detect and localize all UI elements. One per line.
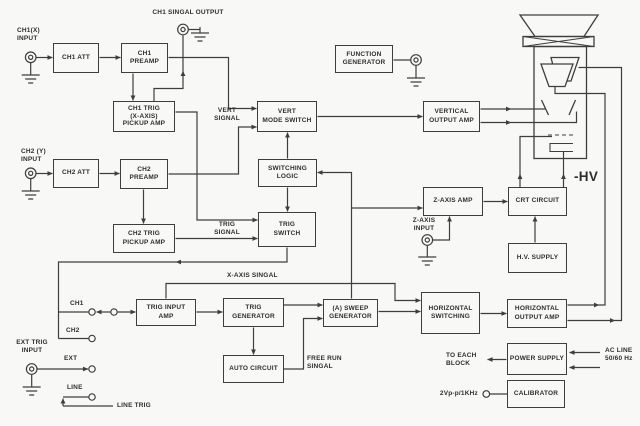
block-crt-circuit: CRT CIRCUIT bbox=[508, 187, 567, 216]
wire-horiz-amp-out2b bbox=[578, 66, 623, 322]
label-free-run-signal: FREE RUN SINGAL bbox=[307, 355, 342, 371]
ch1-signal-output-jack-icon bbox=[177, 23, 189, 36]
wire-pickup-to-ch1-signal-out bbox=[153, 70, 186, 101]
switch-contact-ch2 bbox=[88, 334, 96, 343]
label-vert-signal: VERT SIGNAL bbox=[214, 107, 240, 123]
block-ch1-trig-pickup-amp: CH1 TRIG (X-AXIS) PICKUP AMP bbox=[113, 101, 175, 132]
ground-icon bbox=[22, 380, 42, 396]
label-ch2-input: CH2 (Y) INPUT bbox=[21, 148, 46, 164]
switch-contact-ch1 bbox=[88, 308, 96, 316]
block-ch2-att: CH2 ATT bbox=[53, 159, 99, 188]
label-ext-trig-input: EXT TRIG INPUT bbox=[16, 339, 48, 355]
label-z-axis-input: Z-AXIS INPUT bbox=[412, 217, 436, 233]
ground-icon bbox=[21, 68, 41, 84]
crt-cathode bbox=[549, 142, 573, 153]
switch-contact-line bbox=[88, 393, 96, 401]
wire-ch1-preamp-to-vert-mode bbox=[168, 56, 257, 111]
block-trig-input-amp: TRIG INPUT AMP bbox=[136, 299, 196, 326]
wire-ch1-trig-to-trig-switch bbox=[175, 111, 258, 223]
block-horizontal-output-amp: HORIZONTAL OUTPUT AMP bbox=[507, 299, 567, 328]
switch-contact-ext bbox=[88, 365, 96, 373]
connectors bbox=[24, 23, 491, 401]
label-tap-ext: EXT bbox=[64, 355, 78, 362]
block-horizontal-switching: HORIZONTAL SWITCHING bbox=[421, 292, 480, 334]
crt-body bbox=[533, 45, 588, 160]
label-tap-ch1: CH1 bbox=[70, 300, 84, 307]
block-vertical-output-amp: VERTICAL OUTPUT AMP bbox=[423, 101, 480, 132]
block-vert-mode-switch: VERT MODE SWITCH bbox=[257, 101, 317, 132]
label-x-axis-signal: X-AXIS SINGAL bbox=[227, 272, 278, 279]
ch2-input-jack-icon bbox=[24, 167, 37, 180]
block-sweep-generator: (A) SWEEP GENERATOR bbox=[323, 299, 378, 327]
crt-vert-plate-right bbox=[568, 99, 577, 116]
block-ch2-preamp: CH2 PREAMP bbox=[120, 159, 168, 189]
ground-icon bbox=[417, 250, 437, 266]
block-ch2-trig-pickup-amp: CH2 TRIG PICKUP AMP bbox=[113, 224, 175, 253]
label-neg-hv: -HV bbox=[574, 169, 599, 184]
ground-icon bbox=[406, 71, 426, 87]
label-tap-line: LINE bbox=[67, 384, 83, 391]
wire-zaxis-in-to-amp bbox=[433, 216, 452, 241]
crt-yoke-cross bbox=[522, 36, 595, 47]
label-calibrator-signal: 2Vp-p/1KHz bbox=[439, 390, 478, 397]
crt-vert-plate-left bbox=[540, 99, 550, 116]
ground-icon bbox=[21, 184, 41, 200]
block-ch1-att: CH1 ATT bbox=[53, 43, 99, 73]
block-function-generator: FUNCTION GENERATOR bbox=[335, 45, 393, 73]
block-power-supply: POWER SUPPLY bbox=[507, 343, 567, 375]
wire-trig-switch-down-left bbox=[175, 247, 288, 265]
wire-vert-amp-plate-bot2 bbox=[511, 111, 578, 124]
wire-crt-grid2 bbox=[519, 135, 552, 174]
wire-trig-bus-left bbox=[57, 261, 176, 339]
switch-pole bbox=[110, 308, 118, 316]
label-ac-line: AC LINE 50/60 Hz bbox=[605, 347, 633, 363]
block-ch1-preamp: CH1 PREAMP bbox=[121, 43, 168, 73]
block-switching-logic: SWITCHING LOGIC bbox=[258, 159, 317, 187]
block-z-axis-amp: Z-AXIS AMP bbox=[423, 187, 483, 216]
label-to-each-block: TO EACH BLOCK bbox=[446, 352, 477, 368]
label-ch1-signal-output: CH1 SINGAL OUTPUT bbox=[152, 9, 224, 16]
label-line-trig: LINE TRIG bbox=[117, 402, 151, 409]
ext-trig-input-jack-icon bbox=[25, 363, 38, 375]
block-auto-circuit: AUTO CIRCUIT bbox=[223, 355, 284, 383]
wire-auto-to-sweep bbox=[284, 316, 323, 370]
block-trig-generator: TRIG GENERATOR bbox=[223, 298, 284, 327]
calibrator-terminal bbox=[482, 390, 491, 398]
block-trig-switch: TRIG SWITCH bbox=[258, 212, 316, 247]
crt-horiz-plate-front bbox=[540, 63, 574, 88]
crt-screen bbox=[518, 14, 600, 38]
wire-ch2-preamp-to-vert-mode bbox=[168, 124, 257, 175]
z-axis-input-jack-icon bbox=[421, 234, 434, 246]
crt-tube bbox=[518, 14, 600, 160]
label-ch1-input: CH1(X) INPUT bbox=[17, 27, 40, 43]
wire-sweep-gate-to-logic bbox=[317, 170, 353, 299]
block-calibrator: CALIBRATOR bbox=[507, 380, 565, 408]
ch1-input-jack-icon bbox=[24, 51, 37, 64]
label-tap-ch2: CH2 bbox=[66, 327, 80, 334]
block-hv-supply: H.V. SUPPLY bbox=[508, 243, 567, 273]
function-generator-jack-icon bbox=[410, 54, 422, 66]
wire-xaxis-signal bbox=[165, 282, 421, 303]
label-trig-signal: TRIG SIGNAL bbox=[214, 221, 240, 237]
wire-horiz-amp-out1b bbox=[554, 86, 606, 306]
